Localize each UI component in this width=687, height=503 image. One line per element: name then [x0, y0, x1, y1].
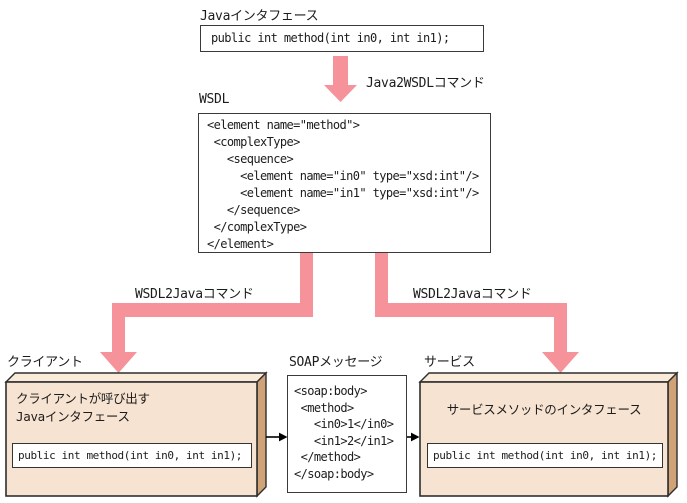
java-interface-label: Javaインタフェース [200, 9, 319, 24]
soap-code-line: </soap:body> [294, 466, 374, 481]
wsdl2java-right-arrow-icon [375, 253, 579, 373]
client-code: public int method(int in0, int in1); [18, 449, 243, 462]
client-box-title-line1: クライアントが呼び出す [16, 391, 150, 406]
soap-code-line: <soap:body> [294, 384, 367, 398]
client-code-box: public int method(int in0, int in1); [12, 443, 252, 468]
service-code-box: public int method(int in0, int in1); [427, 443, 663, 468]
wsdl2java-left-arrow-icon [100, 253, 313, 373]
wsdl-code-line: <element name="method"> [207, 118, 360, 132]
client-label: クライアント [7, 355, 83, 370]
wsdl-code-box: <element name="method"> <complexType> <s… [198, 113, 491, 253]
wsdl2java-command-label-right: WSDL2Javaコマンド [413, 287, 532, 302]
soap-to-service-arrow-icon [407, 432, 420, 442]
java-interface-code: public int method(int in0, int in1); [211, 31, 450, 45]
client-box-front-face [5, 381, 258, 497]
client-box-side-face [256, 371, 267, 498]
soap-message-label: SOAPメッセージ [289, 355, 383, 370]
service-box-front-face [419, 381, 669, 497]
java2wsdl-command-label: Java2WSDLコマンド [366, 76, 485, 91]
wsdl-code-line: <sequence> [207, 152, 294, 166]
java2wsdl-arrow-icon [324, 56, 357, 102]
service-box-title: サービスメソッドのインタフェース [446, 402, 642, 417]
soap-code-line: <in1>2</in1> [294, 433, 394, 448]
service-label: サービス [424, 355, 475, 370]
soap-code-line: <method> [294, 400, 355, 415]
java-interface-code-box: public int method(int in0, int in1); [200, 25, 484, 52]
wsdl2java-command-label-left: WSDL2Javaコマンド [135, 287, 254, 302]
wsdl-code-line: </element> [207, 237, 274, 251]
client-box-top-face [4, 372, 268, 383]
wsdl-code-line: </complexType> [207, 220, 307, 234]
client-box-title-line2: Javaインタフェース [16, 409, 130, 424]
service-box-top-face [418, 372, 679, 383]
service-code: public int method(int in0, int in1); [433, 449, 658, 462]
wsdl-code-line: <complexType> [207, 135, 301, 149]
wsdl-code-line: <element name="in0" type="xsd:int"/> [207, 169, 479, 183]
wsdl-label: WSDL [199, 92, 230, 107]
wsdl-code-line: </sequence> [207, 203, 300, 217]
soap-message-box: <soap:body> <method> <in0>1</in0> <in1>2… [287, 375, 407, 493]
soap-code-line: <in0>1</in0> [294, 417, 394, 431]
service-box-side-face [667, 371, 678, 498]
client-to-soap-arrow-icon [266, 432, 288, 442]
soap-code-line: </method> [294, 450, 361, 464]
wsdl-code-line: <element name="in1" type="xsd:int"/> [207, 186, 479, 200]
